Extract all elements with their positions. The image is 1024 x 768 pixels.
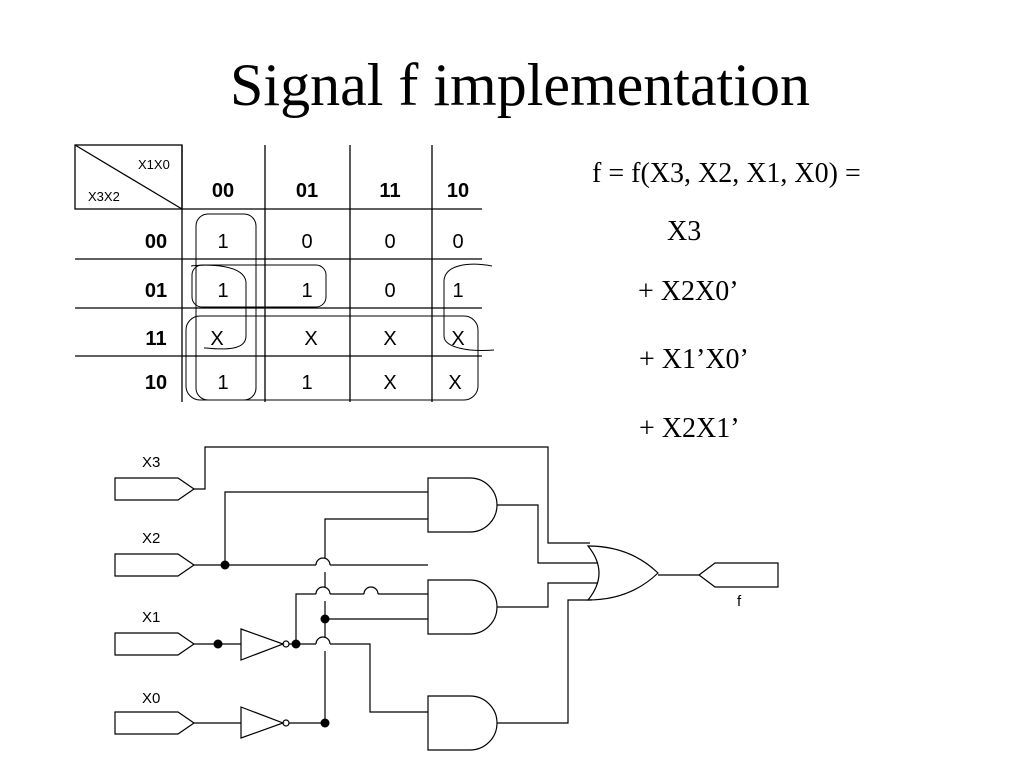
kmap-cell: 0 <box>384 231 395 253</box>
logic-circuit <box>114 446 779 751</box>
wire-crossover <box>363 586 379 595</box>
kmap-cell: 1 <box>301 372 312 394</box>
expression-term: X3 <box>667 216 701 247</box>
kmap-cell: 1 <box>217 372 228 394</box>
kmap-group-loop <box>185 315 479 401</box>
kmap-col-header: 00 <box>212 180 234 202</box>
or-gate <box>586 545 659 601</box>
junction-dot <box>320 718 330 728</box>
and-gate-2 <box>427 579 498 635</box>
kmap-cell: X <box>448 372 461 394</box>
wire-and1-out <box>497 504 597 564</box>
input-label-x0: X0 <box>142 690 160 707</box>
kmap-group-loop <box>191 264 327 308</box>
and-gate-3 <box>427 695 498 751</box>
kmap-row-header: 01 <box>145 280 167 302</box>
kmap-cell: X <box>210 328 223 350</box>
input-pin-x3 <box>114 477 196 501</box>
wire-and2-out <box>497 582 598 608</box>
kmap-row-header: 10 <box>145 372 167 394</box>
junction-dot <box>213 639 223 649</box>
kmap-cell: 1 <box>217 280 228 302</box>
kmap-cell: 1 <box>217 231 228 253</box>
kmap-row-header: 11 <box>145 328 166 350</box>
kmap-cell: 0 <box>452 231 463 253</box>
kmap-cell: X <box>451 328 464 350</box>
kmap-cell: 0 <box>301 231 312 253</box>
wire-crossover <box>315 636 331 645</box>
input-label-x1: X1 <box>142 609 160 626</box>
input-pin-x2 <box>114 553 196 577</box>
kmap-col-header: 01 <box>296 180 318 202</box>
kmap-col-var-label: X1X0 <box>138 157 170 172</box>
input-pin-x1 <box>114 632 196 656</box>
wire-x1-not <box>330 643 428 713</box>
output-pin-f <box>698 562 779 588</box>
kmap-corner-diagonal <box>74 144 183 210</box>
kmap-col-header: 11 <box>379 180 400 202</box>
input-label-x3: X3 <box>142 454 160 471</box>
and-gate-1 <box>427 477 498 533</box>
kmap-row-var-label: X3X2 <box>88 189 120 204</box>
kmap-cell: X <box>383 328 396 350</box>
expression-term: + X1’X0’ <box>639 344 749 375</box>
kmap-row-header: 00 <box>145 231 167 253</box>
output-label-f: f <box>737 593 742 610</box>
input-label-x2: X2 <box>142 530 160 547</box>
wire-x2-branch <box>224 491 428 565</box>
wire-x1-not-branch <box>295 593 316 644</box>
kmap-cell: X <box>304 328 317 350</box>
expression-term: + X2X1’ <box>639 413 740 444</box>
kmap-cell: X <box>383 372 396 394</box>
kmap-cell: 1 <box>452 280 463 302</box>
kmap-group-loop <box>190 264 247 350</box>
kmap-cell: 0 <box>384 280 395 302</box>
kmap-groupings <box>185 213 495 401</box>
junction-dot <box>291 639 301 649</box>
karnaugh-map <box>74 144 482 402</box>
expression-line: f = f(X3, X2, X1, X0) = <box>592 158 861 189</box>
kmap-group-loop <box>443 263 495 351</box>
input-pin-x0 <box>114 711 196 735</box>
kmap-col-header: 10 <box>447 180 469 202</box>
junction-dot <box>320 614 330 624</box>
inverter-x0 <box>240 706 285 739</box>
junction-dots <box>213 560 330 728</box>
wire-x3 <box>194 446 590 544</box>
junction-dot <box>220 560 230 570</box>
inverter-x1 <box>240 628 285 661</box>
expression-term: + X2X0’ <box>638 276 739 307</box>
page-title: Signal f implementation <box>230 52 810 118</box>
wire-crossover <box>315 557 331 566</box>
wire-x0-not <box>324 518 428 558</box>
wire-crossover <box>315 586 331 595</box>
kmap-cell: 1 <box>301 280 312 302</box>
wire-and2-out <box>497 583 594 607</box>
wire-and3-out <box>497 599 592 724</box>
